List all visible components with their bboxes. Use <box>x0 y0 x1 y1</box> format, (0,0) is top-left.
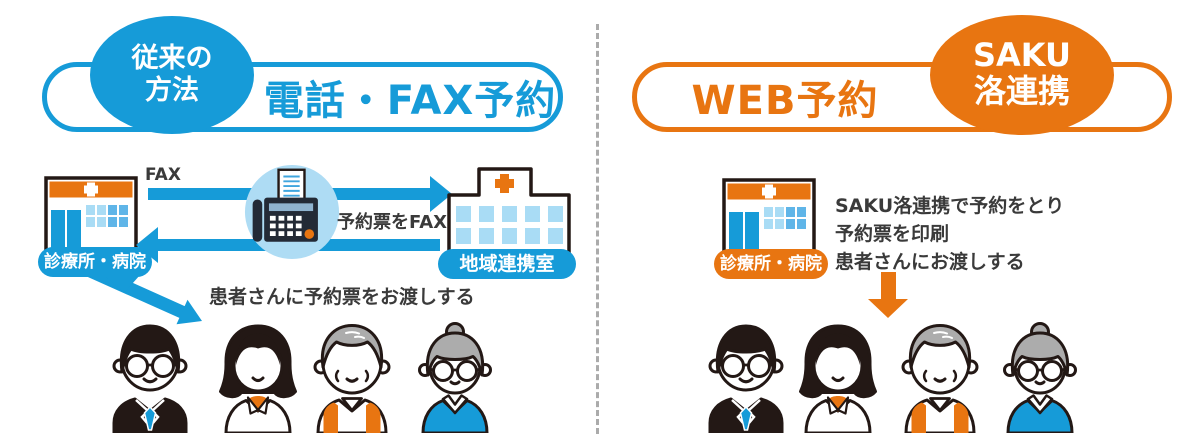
traditional-method-badge: 従来の 方法 <box>90 16 254 134</box>
clinic-badge: 診療所・病院 <box>38 247 152 277</box>
businessman-icon <box>701 320 791 433</box>
elderly-man-icon <box>307 320 397 433</box>
woman-icon <box>793 320 883 433</box>
saku-rakurenkei-badge: SAKU 洛連携 <box>930 15 1114 135</box>
saku-badge-line2: 洛連携 <box>973 71 1070 110</box>
right-arrow-head <box>430 176 452 212</box>
web-reservation-pill-label: WEB予約 <box>691 78 879 124</box>
web-step-2: 予約票を印刷 <box>835 223 950 245</box>
elderly-man-icon <box>895 320 985 433</box>
saku-badge-line1: SAKU <box>972 36 1072 74</box>
handout-text: 患者さんに予約票をお渡しする <box>209 286 475 308</box>
web-step-1: SAKU洛連携で予約をとり <box>835 195 1065 217</box>
hospital-badge: 地域連携室 <box>438 249 576 279</box>
fax-return-label: 予約票をFAX <box>337 212 448 233</box>
woman-icon <box>213 320 303 433</box>
fax-machine-icon <box>244 164 340 260</box>
fax-label: FAX <box>145 165 181 185</box>
elderly-woman-icon <box>995 320 1085 433</box>
web-step-3: 患者さんにお渡しする <box>835 251 1025 273</box>
web-steps-text: SAKU洛連携で予約をとり 予約票を印刷 患者さんにお渡しする <box>835 192 1064 276</box>
down-arrow-icon <box>881 272 896 300</box>
elderly-woman-icon <box>410 320 500 433</box>
clinic-badge-tail <box>104 275 140 293</box>
businessman-icon <box>105 320 195 433</box>
phone-fax-pill-label: 電話・FAX予約 <box>263 78 557 124</box>
traditional-badge-line1: 従来の <box>131 43 213 74</box>
down-right-arrow-icon <box>81 264 202 325</box>
down-arrow-head <box>868 299 908 318</box>
panel-divider <box>596 24 599 434</box>
traditional-badge-line2: 方法 <box>145 74 199 106</box>
clinic-badge: 診療所・病院 <box>714 249 828 279</box>
